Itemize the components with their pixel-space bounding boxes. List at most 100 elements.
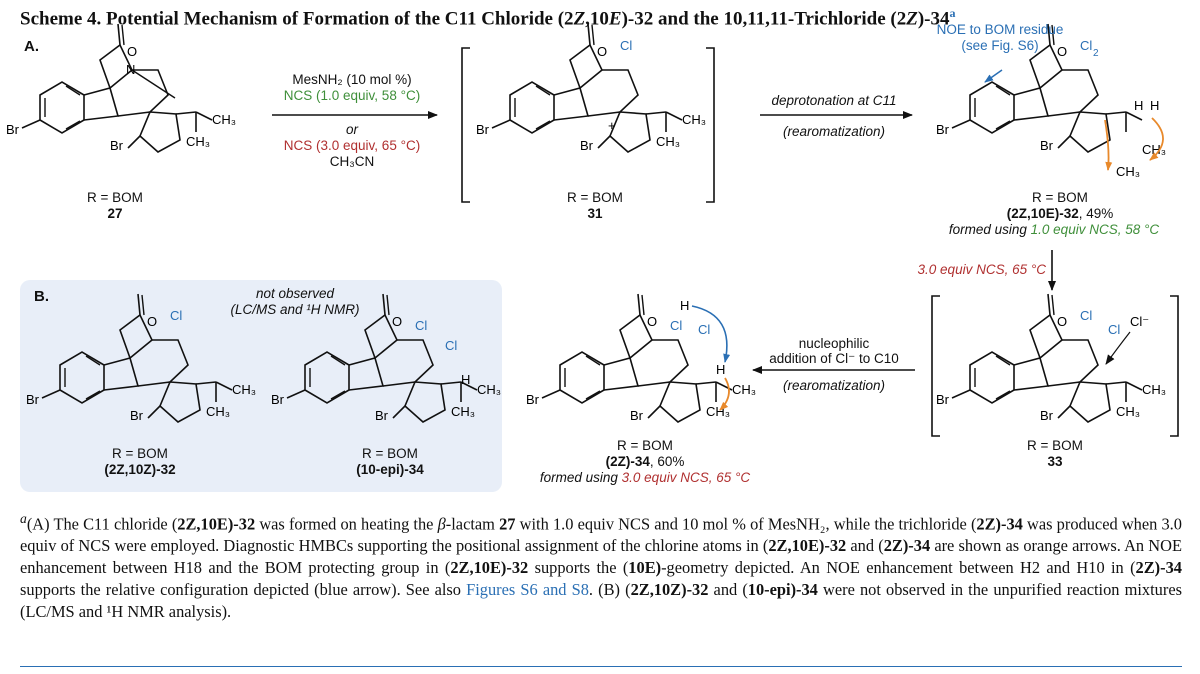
svg-text:Br: Br: [1040, 138, 1054, 153]
svg-text:CH₃: CH₃: [212, 112, 236, 127]
svg-text:Br: Br: [580, 138, 594, 153]
svg-text:CH₃: CH₃: [206, 404, 230, 419]
svg-text:CH₃: CH₃: [732, 382, 756, 397]
c32-r: R = BOM: [1032, 190, 1088, 205]
svg-text:O: O: [1057, 44, 1067, 59]
figures-link[interactable]: Figures S6 and S8: [466, 580, 589, 600]
svg-text:Br: Br: [526, 392, 540, 407]
svg-text:Cl: Cl: [698, 322, 710, 337]
svg-text:Br: Br: [6, 122, 20, 137]
svg-text:Br: Br: [110, 138, 124, 153]
svg-text:2: 2: [1093, 48, 1099, 59]
c32-id-line: (2Z,10E)-32, 49%: [1006, 206, 1114, 221]
c34-condition: formed using 3.0 equiv NCS, 65 °C: [539, 470, 751, 485]
c34epi-r: R = BOM: [362, 446, 418, 461]
svg-text:CH₃: CH₃: [451, 404, 475, 419]
svg-text:Br: Br: [1040, 408, 1054, 423]
svg-text:H: H: [680, 298, 689, 313]
structure-33: Cl Cl Cl⁻ O Br CH₃ CH₃ Br: [936, 293, 1166, 423]
bracket-31: [461, 47, 715, 203]
scheme-drawing: O N Br CH₃ CH₃ Br Cl O Br + CH₃ CH₃ Br C…: [6, 23, 1179, 437]
svg-text:Br: Br: [476, 122, 490, 137]
c27-id: 27: [107, 206, 123, 221]
svg-text:Br: Br: [375, 408, 389, 423]
svg-text:O: O: [1057, 314, 1067, 329]
svg-text:Cl: Cl: [445, 338, 457, 353]
step4-top-label-2: addition of Cl⁻ to C10: [769, 351, 899, 366]
svg-text:N: N: [126, 62, 135, 77]
svg-text:H: H: [1134, 98, 1143, 113]
scheme-title: Scheme 4. Potential Mechanism of Formati…: [20, 6, 956, 30]
svg-text:H: H: [1150, 98, 1159, 113]
structure-27: O N Br CH₃ CH₃ Br: [6, 23, 236, 153]
bracket-33: [931, 295, 1179, 437]
structure-34-epi: Cl Cl O H Br CH₃ CH₃ Br: [271, 293, 501, 423]
structure-34: Cl Cl O H H Br CH₃ CH₃ Br: [526, 293, 756, 423]
svg-text:H: H: [716, 362, 725, 377]
svg-text:Cl: Cl: [170, 308, 182, 323]
step4-top-label-1: nucleophilic: [798, 336, 870, 351]
atom-label: O: [127, 44, 137, 59]
svg-text:CH₃: CH₃: [477, 382, 501, 397]
svg-text:+: +: [608, 118, 616, 133]
svg-text:Cl: Cl: [1108, 322, 1120, 337]
structure-31: Cl O Br + CH₃ CH₃ Br: [476, 23, 706, 153]
svg-text:CH₃: CH₃: [706, 404, 730, 419]
svg-text:O: O: [597, 44, 607, 59]
c32z-r: R = BOM: [112, 446, 168, 461]
svg-text:Cl: Cl: [1080, 38, 1092, 53]
svg-text:CH₃: CH₃: [186, 134, 210, 149]
c33-r: R = BOM: [1027, 438, 1083, 453]
not-observed-1: not observed: [255, 286, 335, 301]
c33-id: 33: [1047, 454, 1063, 469]
structure-32z: Cl O Br CH₃ CH₃ Br: [26, 293, 256, 423]
noe-note-1: NOE to BOM residue: [936, 22, 1064, 37]
noe-note-2: (see Fig. S6): [961, 38, 1039, 53]
svg-text:Cl⁻: Cl⁻: [1130, 314, 1149, 329]
step2-bottom-label: (rearomatization): [782, 124, 886, 139]
svg-text:CH₃: CH₃: [232, 382, 256, 397]
svg-text:O: O: [392, 314, 402, 329]
svg-text:Br: Br: [630, 408, 644, 423]
reagent-line-5: CH₃CN: [329, 154, 375, 169]
step2-top-label: deprotonation at C11: [771, 93, 897, 108]
svg-text:Br: Br: [936, 392, 950, 407]
svg-text:CH₃: CH₃: [1142, 382, 1166, 397]
svg-text:Br: Br: [936, 122, 950, 137]
step3-label: 3.0 equiv NCS, 65 °C: [917, 262, 1046, 277]
c34epi-id: (10-epi)-34: [356, 462, 424, 477]
svg-text:CH₃: CH₃: [682, 112, 706, 127]
c32z-id: (2Z,10Z)-32: [104, 462, 176, 477]
not-observed-2: (LC/MS and ¹H NMR): [230, 302, 360, 317]
c31-id: 31: [587, 206, 603, 221]
svg-text:CH₃: CH₃: [1116, 164, 1140, 179]
reagent-line-1: MesNH₂ (10 mol %): [292, 72, 412, 87]
c34-id-line: (2Z)-34, 60%: [605, 454, 685, 469]
reagent-line-3: or: [345, 122, 358, 137]
structure-32: Cl 2 O Br H H CH₃ CH₃ Br: [936, 23, 1166, 179]
c27-r: R = BOM: [87, 190, 143, 205]
svg-text:CH₃: CH₃: [1116, 404, 1140, 419]
svg-text:Cl: Cl: [1080, 308, 1092, 323]
svg-text:Br: Br: [26, 392, 40, 407]
c34-r: R = BOM: [617, 438, 673, 453]
svg-text:CH₃: CH₃: [1142, 142, 1166, 157]
c31-r: R = BOM: [567, 190, 623, 205]
panel-b: [20, 280, 502, 492]
section-b-label: B.: [34, 288, 49, 305]
svg-text:Br: Br: [271, 392, 285, 407]
svg-text:CH₃: CH₃: [656, 134, 680, 149]
svg-text:O: O: [647, 314, 657, 329]
svg-text:O: O: [147, 314, 157, 329]
svg-text:Cl: Cl: [415, 318, 427, 333]
step4-bottom-label: (rearomatization): [782, 378, 886, 393]
bottom-rule: [20, 666, 1182, 667]
svg-text:Cl: Cl: [670, 318, 682, 333]
c32-condition: formed using 1.0 equiv NCS, 58 °C: [948, 222, 1160, 237]
svg-text:Br: Br: [130, 408, 144, 423]
reagent-line-2: NCS (1.0 equiv, 58 °C): [283, 88, 421, 103]
reagent-line-4: NCS (3.0 equiv, 65 °C): [283, 138, 421, 153]
svg-text:Cl: Cl: [620, 38, 632, 53]
section-a-label: A.: [24, 38, 39, 55]
scheme-footnote: a(A) The C11 chloride (2Z,10E)-32 was fo…: [20, 511, 1182, 622]
